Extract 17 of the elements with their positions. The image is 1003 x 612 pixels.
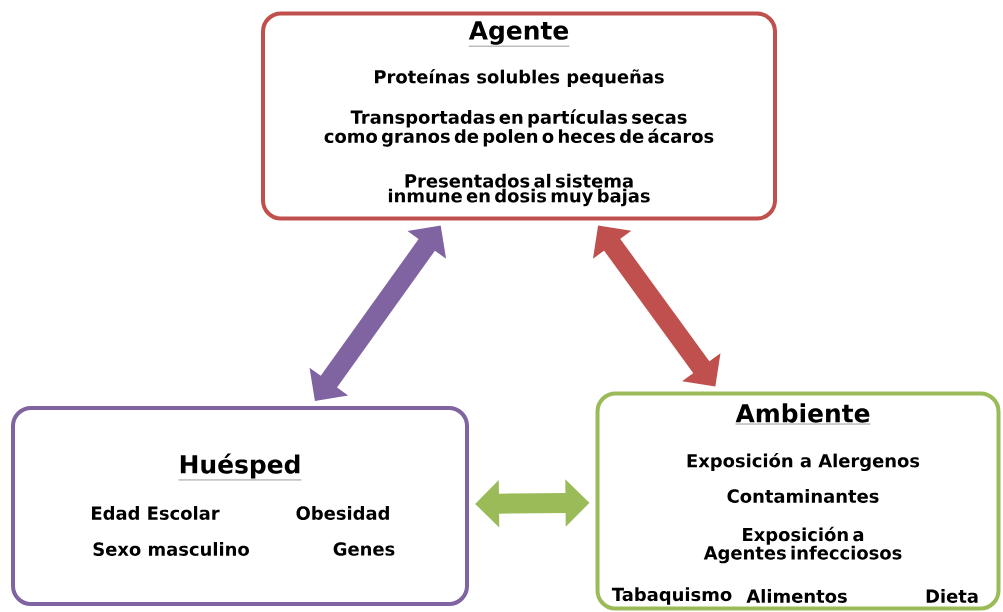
box-text: Sexo masculino (93, 542, 249, 556)
box-text: Exposición a Agentes infecciosos (703, 526, 902, 564)
double-arrow (593, 225, 721, 387)
box-text: Edad Escolar (92, 506, 220, 520)
box-text: Exposición a Alergenos (687, 452, 920, 472)
box-text: Dieta (926, 589, 978, 603)
box-text: Tabaquismo (611, 587, 732, 605)
box-text: Presentados al sistema inmune en dosis muy bajas (388, 173, 650, 207)
heading: Huésped (178, 453, 302, 481)
box-text: Alimentos (746, 589, 847, 603)
heading: Agente (468, 21, 570, 47)
box-text: Contaminantes (727, 489, 879, 503)
box-text: Genes (333, 542, 395, 556)
box-text: Obesidad (296, 506, 389, 520)
heading: Ambiente (735, 403, 871, 425)
box-text: Proteínas solubles pequeñas (375, 68, 664, 88)
box-text: Transportadas en partículas secas como granos de polen o heces de ácaros (324, 109, 714, 147)
